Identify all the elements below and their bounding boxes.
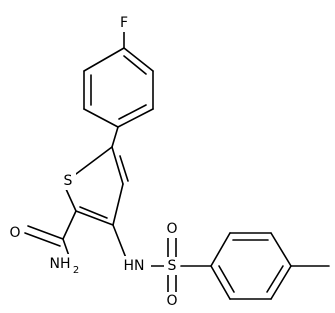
- atom-labels: F S O NH 2 HN S O O: [6, 14, 181, 310]
- fluorophenyl-bond-4: [83, 108, 119, 128]
- c3-nh-bond: [112, 224, 127, 259]
- thiophene-sulfur-atom: S: [64, 173, 73, 189]
- tolyl-bond-4: [270, 265, 292, 300]
- carbonyl-double-1: [27, 225, 64, 240]
- amide-nitrogen-atom: NH: [50, 256, 71, 272]
- thiophene-bond-c5-c4: [111, 146, 124, 185]
- thiophene-bond-c3-c2: [75, 210, 114, 226]
- carbonyl-double-2: [24, 232, 61, 247]
- thiophene-bond-s-c5: [75, 146, 113, 175]
- fluorine-atom: F: [120, 15, 128, 31]
- amide-c-n-bond: [62, 238, 70, 257]
- fluorophenyl-double-1: [123, 55, 147, 75]
- thiophene-double-c3-c2: [79, 206, 108, 219]
- fluorophenyl-bond-6: [83, 47, 125, 72]
- sulfonamide-nh-atom: HN: [124, 258, 145, 274]
- fluorophenyl-bond-3: [117, 108, 154, 128]
- biaryl-bond: [111, 126, 119, 148]
- carboxamide-c-bond: [62, 210, 77, 240]
- tolyl-bond-1: [210, 232, 231, 267]
- sulfonyl-oxygen-top-atom: O: [166, 221, 177, 237]
- tolyl-double-2: [266, 265, 284, 293]
- thiophene-bond-c2-s: [65, 188, 77, 212]
- thiophene-double-c5-c4: [119, 155, 129, 182]
- sulfonyl-oxygen-bottom-atom: O: [166, 293, 177, 309]
- thiophene-bond-c4-c3: [112, 183, 124, 226]
- tolyl-bond-6: [210, 265, 231, 300]
- sulfonyl-sulfur-atom: S: [168, 258, 177, 274]
- amide-nitrogen-subscript: 2: [73, 265, 79, 276]
- carbonyl-oxygen-atom: O: [9, 225, 20, 241]
- fluorophenyl-double-2: [118, 104, 147, 120]
- fluorophenyl-bond-1: [123, 47, 154, 72]
- tolyl-double-3: [218, 265, 235, 293]
- tolyl-bond-3: [270, 232, 292, 267]
- bonds: [24, 29, 330, 300]
